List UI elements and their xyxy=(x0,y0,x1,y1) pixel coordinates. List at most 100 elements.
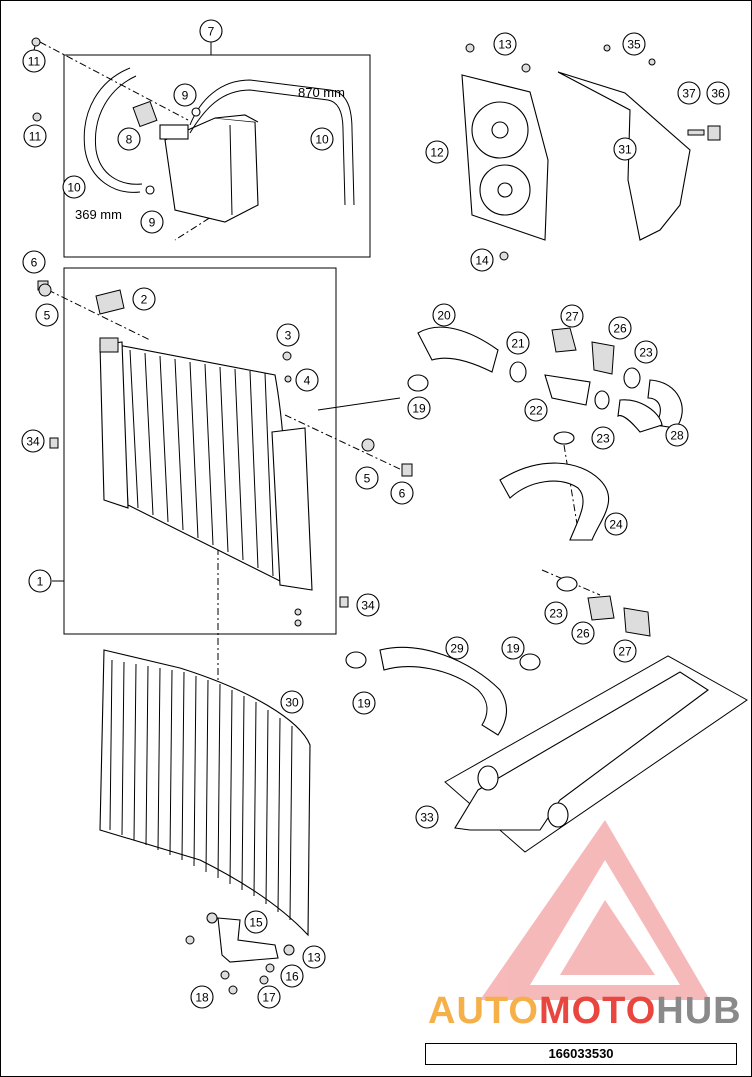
callout-13: 13 xyxy=(493,32,517,56)
callout-label: 18 xyxy=(195,991,209,1005)
side-cover xyxy=(557,71,691,241)
radiator-small-parts xyxy=(37,280,413,627)
callout-5: 5 xyxy=(355,466,379,490)
callout-label: 3 xyxy=(285,329,292,343)
callout-13: 13 xyxy=(302,945,326,969)
callout-1: 1 xyxy=(28,569,52,593)
callout-31: 31 xyxy=(613,137,637,161)
callout-label: 19 xyxy=(506,642,520,656)
callout-label: 13 xyxy=(307,951,321,965)
screws-11 xyxy=(31,37,42,122)
callout-18: 18 xyxy=(190,985,214,1009)
callout-20: 20 xyxy=(432,303,456,327)
hose-clamps xyxy=(345,361,641,671)
callout-24: 24 xyxy=(604,512,628,536)
dimension-369mm: 369 mm xyxy=(75,207,122,222)
thermostat-parts xyxy=(544,327,651,637)
callout-label: 23 xyxy=(549,607,563,621)
callout-9: 9 xyxy=(140,210,164,234)
callout-10: 10 xyxy=(310,127,334,151)
callout-label: 27 xyxy=(618,645,632,659)
callout-6: 6 xyxy=(390,481,414,505)
frame-panel xyxy=(444,655,748,853)
radiator-grille xyxy=(99,649,311,937)
callout-label: 23 xyxy=(596,432,610,446)
watermark-text: AUTOMOTOHUB xyxy=(428,990,742,1033)
callout-label: 5 xyxy=(44,309,51,323)
callout-label: 30 xyxy=(285,696,299,710)
callout-label: 11 xyxy=(29,130,42,144)
callout-label: 35 xyxy=(627,38,641,52)
watermark-logo-triangle xyxy=(480,820,710,1000)
callout-label: 20 xyxy=(437,309,451,323)
callout-label: 16 xyxy=(285,970,299,984)
callout-label: 36 xyxy=(711,87,725,101)
callout-22: 22 xyxy=(524,398,548,422)
filler-cap xyxy=(132,100,158,128)
callout-label: 13 xyxy=(498,38,512,52)
callout-9: 9 xyxy=(173,83,197,107)
callout-26: 26 xyxy=(571,621,595,645)
callout-label: 27 xyxy=(565,310,579,324)
callout-label: 9 xyxy=(182,89,189,103)
grille-mount-bracket xyxy=(217,917,279,963)
callout-label: 31 xyxy=(618,143,632,157)
callout-label: 11 xyxy=(28,55,41,69)
callout-label: 7 xyxy=(208,25,215,39)
callout-10: 10 xyxy=(62,175,86,199)
callout-23: 23 xyxy=(634,340,658,364)
callout-label: 8 xyxy=(126,133,133,147)
callout-label: 2 xyxy=(141,293,148,307)
bolt-and-bushing xyxy=(687,125,721,141)
callout-23: 23 xyxy=(591,426,615,450)
callout-30: 30 xyxy=(280,690,304,714)
drawing-number: 166033530 xyxy=(425,1043,737,1065)
hose-clips xyxy=(145,107,201,195)
callout-35: 35 xyxy=(622,32,646,56)
hose-28 xyxy=(617,379,683,433)
callout-label: 6 xyxy=(31,256,38,270)
callout-19: 19 xyxy=(407,396,431,420)
callout-19: 19 xyxy=(501,636,525,660)
callout-label: 4 xyxy=(304,374,311,388)
breather-hose xyxy=(317,397,401,411)
hose-870mm xyxy=(189,79,355,206)
callout-33: 33 xyxy=(415,805,439,829)
callout-23: 23 xyxy=(544,601,568,625)
grille-fasteners xyxy=(185,912,295,995)
hose-29 xyxy=(379,646,508,736)
callout-28: 28 xyxy=(665,423,689,447)
callout-11: 11 xyxy=(22,49,46,73)
callout-17: 17 xyxy=(257,985,281,1009)
callout-34: 34 xyxy=(21,429,45,453)
callout-label: 22 xyxy=(529,404,543,418)
shroud-fasteners xyxy=(465,43,656,261)
callout-label: 1 xyxy=(37,575,44,589)
callout-label: 19 xyxy=(357,697,371,711)
callout-label: 15 xyxy=(249,916,263,930)
callout-label: 23 xyxy=(639,346,653,360)
watermark-part-moto: MOTO xyxy=(538,990,657,1032)
callout-27: 27 xyxy=(613,639,637,663)
callout-label: 10 xyxy=(67,181,81,195)
callout-label: 34 xyxy=(361,599,375,613)
radiator-cap xyxy=(95,289,125,315)
hose-24 xyxy=(499,462,610,541)
callout-21: 21 xyxy=(506,331,530,355)
expansion-tank-group-frame xyxy=(63,54,371,258)
callout-label: 34 xyxy=(26,435,40,449)
callout-label: 17 xyxy=(262,991,276,1005)
callout-label: 37 xyxy=(682,87,696,101)
callout-label: 14 xyxy=(475,254,489,268)
callout-15: 15 xyxy=(244,910,268,934)
callout-label: 26 xyxy=(576,627,590,641)
fan-shroud xyxy=(461,74,549,241)
callout-label: 10 xyxy=(315,133,329,147)
callout-5: 5 xyxy=(35,303,59,327)
callout-14: 14 xyxy=(470,248,494,272)
callout-29: 29 xyxy=(445,636,469,660)
dimension-870mm: 870 mm xyxy=(298,85,345,100)
expansion-tank xyxy=(159,114,259,223)
callout-label: 28 xyxy=(670,429,684,443)
callout-6: 6 xyxy=(22,250,46,274)
